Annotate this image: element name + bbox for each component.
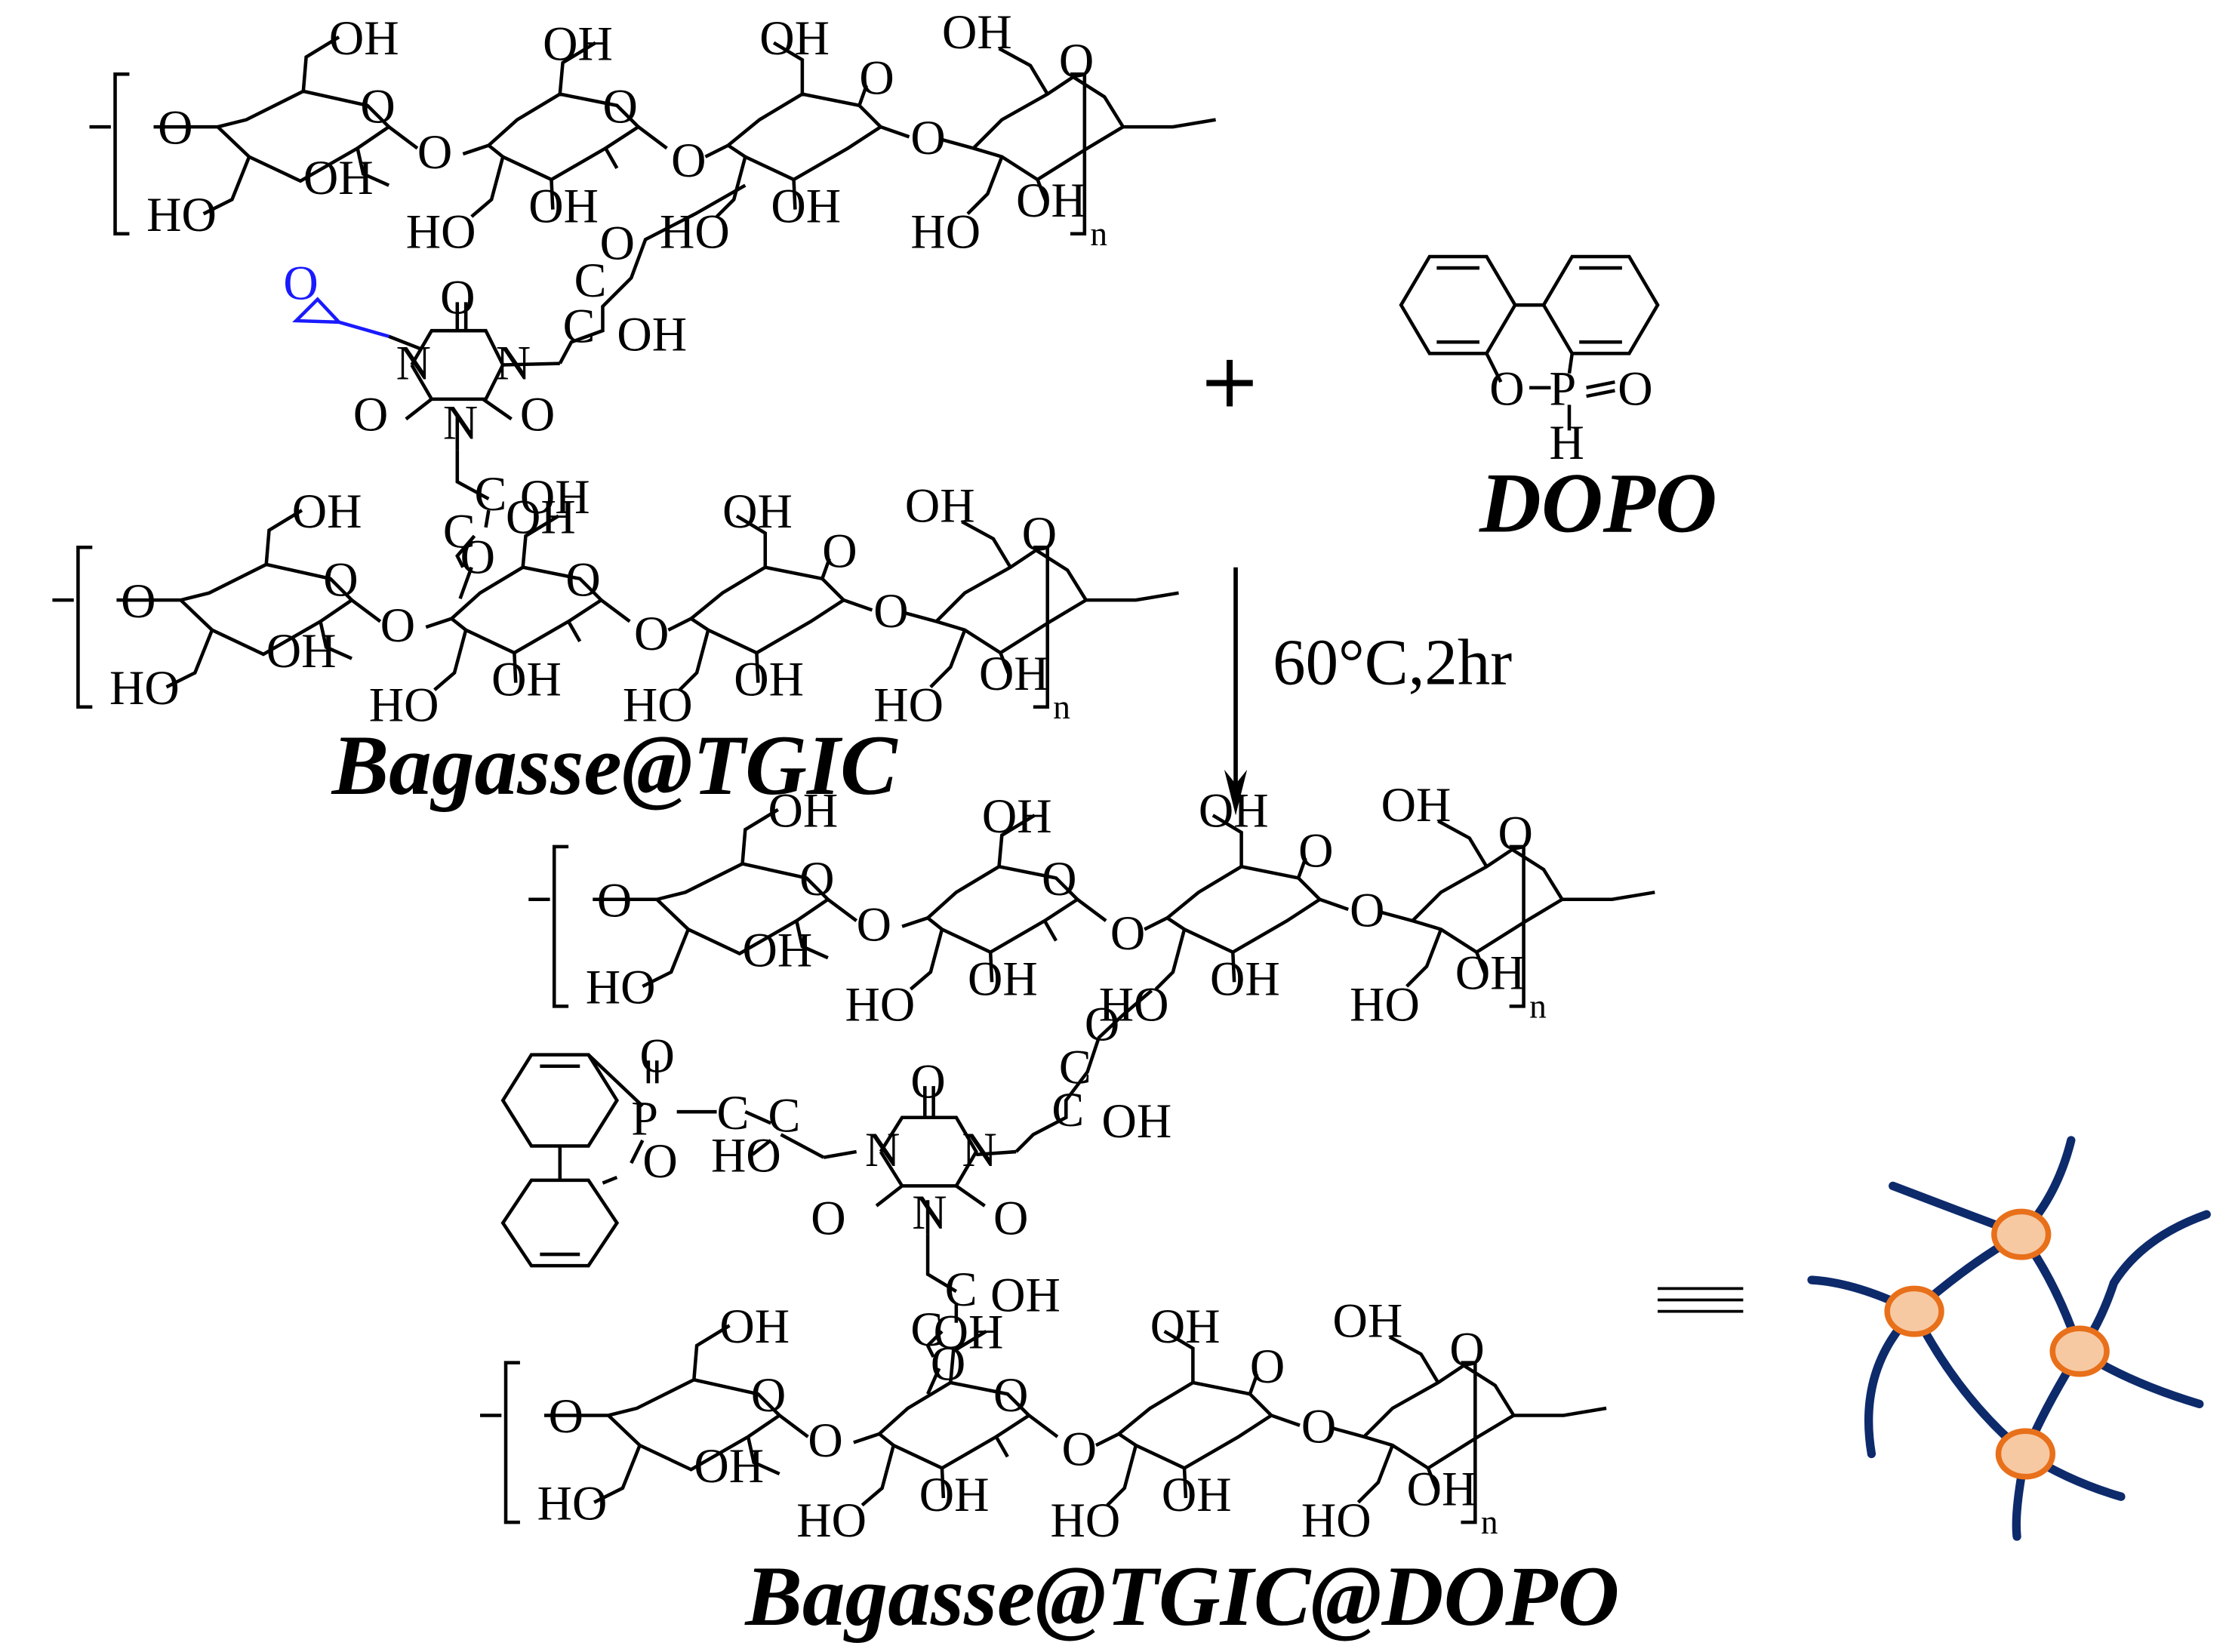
svg-text:P: P [1550, 361, 1577, 415]
svg-text:N: N [962, 1123, 996, 1177]
svg-text:O: O [353, 387, 388, 441]
svg-text:C: C [945, 1263, 977, 1316]
svg-text:OH: OH [617, 308, 687, 361]
svg-text:O: O [931, 1337, 965, 1390]
svg-text:HO: HO [711, 1129, 781, 1183]
svg-text:OH: OH [1102, 1094, 1172, 1148]
equivalence-sign [1658, 1287, 1744, 1313]
svg-text:O: O [520, 387, 555, 441]
bagasse-tgic-dopo-structure: O C C OH N N N O O O C C HO P O O C OH C… [480, 778, 1655, 1644]
svg-text:C: C [574, 254, 607, 307]
dopo-structure: O P O H DOPO [1399, 254, 1717, 550]
svg-text:N: N [396, 336, 431, 389]
svg-text:C: C [1051, 1083, 1084, 1137]
svg-text:C: C [474, 467, 506, 521]
svg-text:C: C [563, 299, 596, 352]
svg-text:N: N [496, 336, 531, 389]
svg-text:O: O [811, 1192, 845, 1245]
svg-text:N: N [443, 396, 478, 450]
svg-text:C: C [910, 1303, 943, 1356]
reaction-arrow [1224, 567, 1248, 816]
svg-text:O: O [460, 530, 495, 583]
svg-text:OH: OH [990, 1269, 1061, 1322]
svg-text:O: O [640, 1029, 675, 1082]
svg-text:O: O [642, 1134, 677, 1188]
svg-text:O: O [600, 217, 635, 270]
svg-text:P: P [631, 1091, 658, 1145]
product-caption: Bagasse@TGIC@DOPO [744, 1549, 1619, 1644]
crosslinked-network-icon [1807, 1136, 2211, 1541]
svg-text:H: H [1550, 416, 1584, 469]
plus-sign: + [1199, 338, 1261, 424]
svg-text:O: O [1085, 998, 1119, 1051]
svg-text:O: O [910, 1054, 945, 1108]
svg-text:O: O [1489, 361, 1524, 415]
svg-text:OH: OH [520, 470, 590, 524]
svg-text:O: O [993, 1192, 1028, 1245]
svg-text:C: C [443, 504, 476, 558]
svg-text:O: O [283, 257, 318, 310]
svg-text:O: O [1618, 361, 1652, 415]
svg-text:O: O [440, 271, 475, 325]
svg-text:N: N [865, 1123, 900, 1177]
svg-text:N: N [912, 1186, 947, 1239]
reaction-conditions: 60°C,2hr [1273, 626, 1512, 699]
svg-text:C: C [768, 1089, 801, 1143]
dopo-caption: DOPO [1479, 455, 1717, 550]
bagasse-tgic-structure: O C C OH N N N O O O O C OH C O Bagasse@… [52, 5, 1215, 813]
svg-text:C: C [717, 1086, 750, 1140]
svg-text:C: C [1059, 1040, 1091, 1094]
